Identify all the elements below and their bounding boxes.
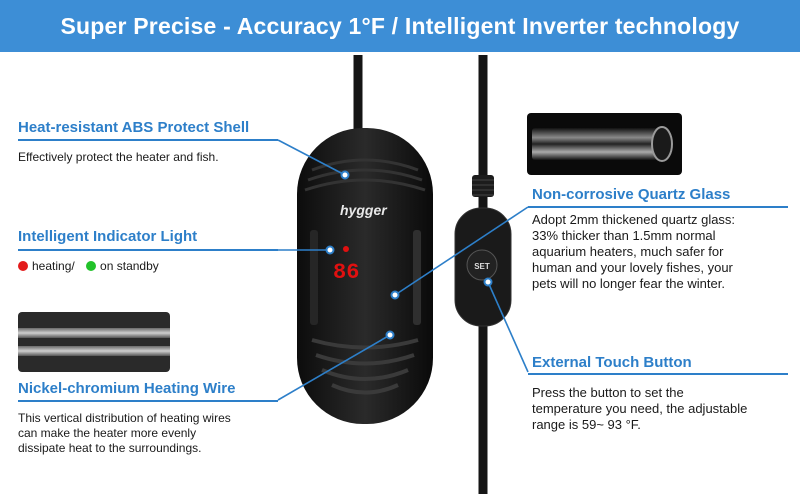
shell-heading: Heat-resistant ABS Protect Shell xyxy=(18,119,250,136)
callout-dots xyxy=(325,170,493,340)
wire-text-line: dissipate heat to the surroundings. xyxy=(18,441,202,455)
wire-heading: Nickel-chromium Heating Wire xyxy=(18,380,236,397)
indicator-heading: Intelligent Indicator Light xyxy=(18,228,198,245)
heater-body xyxy=(297,128,433,424)
brand-logo: hygger xyxy=(340,202,388,218)
indicator-legend: heating/ on standby xyxy=(18,259,159,274)
heating-label: heating/ xyxy=(32,259,75,273)
banner-title: Super Precise - Accuracy 1°F / Intellige… xyxy=(60,12,740,39)
indicator-underline xyxy=(18,249,278,251)
touch-text-line: temperature you need, the adjustable xyxy=(532,401,748,416)
touch-text-line: Press the button to set the xyxy=(532,385,684,400)
heating-dot-icon xyxy=(18,261,28,271)
wire-text-line: This vertical distribution of heating wi… xyxy=(18,411,231,425)
quartz-glass-image xyxy=(527,113,682,175)
touch-text: Press the button to set the temperature … xyxy=(532,385,747,433)
glass-heading: Non-corrosive Quartz Glass xyxy=(532,186,731,203)
wire-text: This vertical distribution of heating wi… xyxy=(18,411,231,456)
glass-underline xyxy=(528,206,788,208)
touch-heading: External Touch Button xyxy=(532,354,692,371)
wire-text-line: can make the heater more evenly xyxy=(18,426,197,440)
wire-underline xyxy=(18,400,278,402)
shell-underline xyxy=(18,139,278,141)
glass-text: Adopt 2mm thickened quartz glass: 33% th… xyxy=(532,212,735,292)
glass-text-line: 33% thicker than 1.5mm normal xyxy=(532,228,716,243)
glass-text-line: Adopt 2mm thickened quartz glass: xyxy=(532,212,736,227)
glass-text-line: human and your lovely fishes, your xyxy=(532,260,733,275)
cable-strain-relief xyxy=(472,175,494,197)
callout-lines xyxy=(277,139,529,401)
touch-underline xyxy=(528,373,788,375)
glass-text-line: aquarium heaters, much safer for xyxy=(532,244,724,259)
touch-text-line: range is 59~ 93 °F. xyxy=(532,417,641,432)
standby-dot-icon xyxy=(86,261,97,271)
set-button-label: SET xyxy=(474,262,490,271)
led-display: 86 xyxy=(333,260,359,285)
shell-text: Effectively protect the heater and fish. xyxy=(18,150,219,164)
header-banner: Super Precise - Accuracy 1°F / Intellige… xyxy=(0,0,800,52)
glass-text-line: pets will no longer fear the winter. xyxy=(532,276,725,291)
led-indicator xyxy=(343,246,349,252)
set-button xyxy=(466,249,498,281)
standby-label: on standby xyxy=(100,259,159,273)
heating-wire-image xyxy=(18,312,170,372)
